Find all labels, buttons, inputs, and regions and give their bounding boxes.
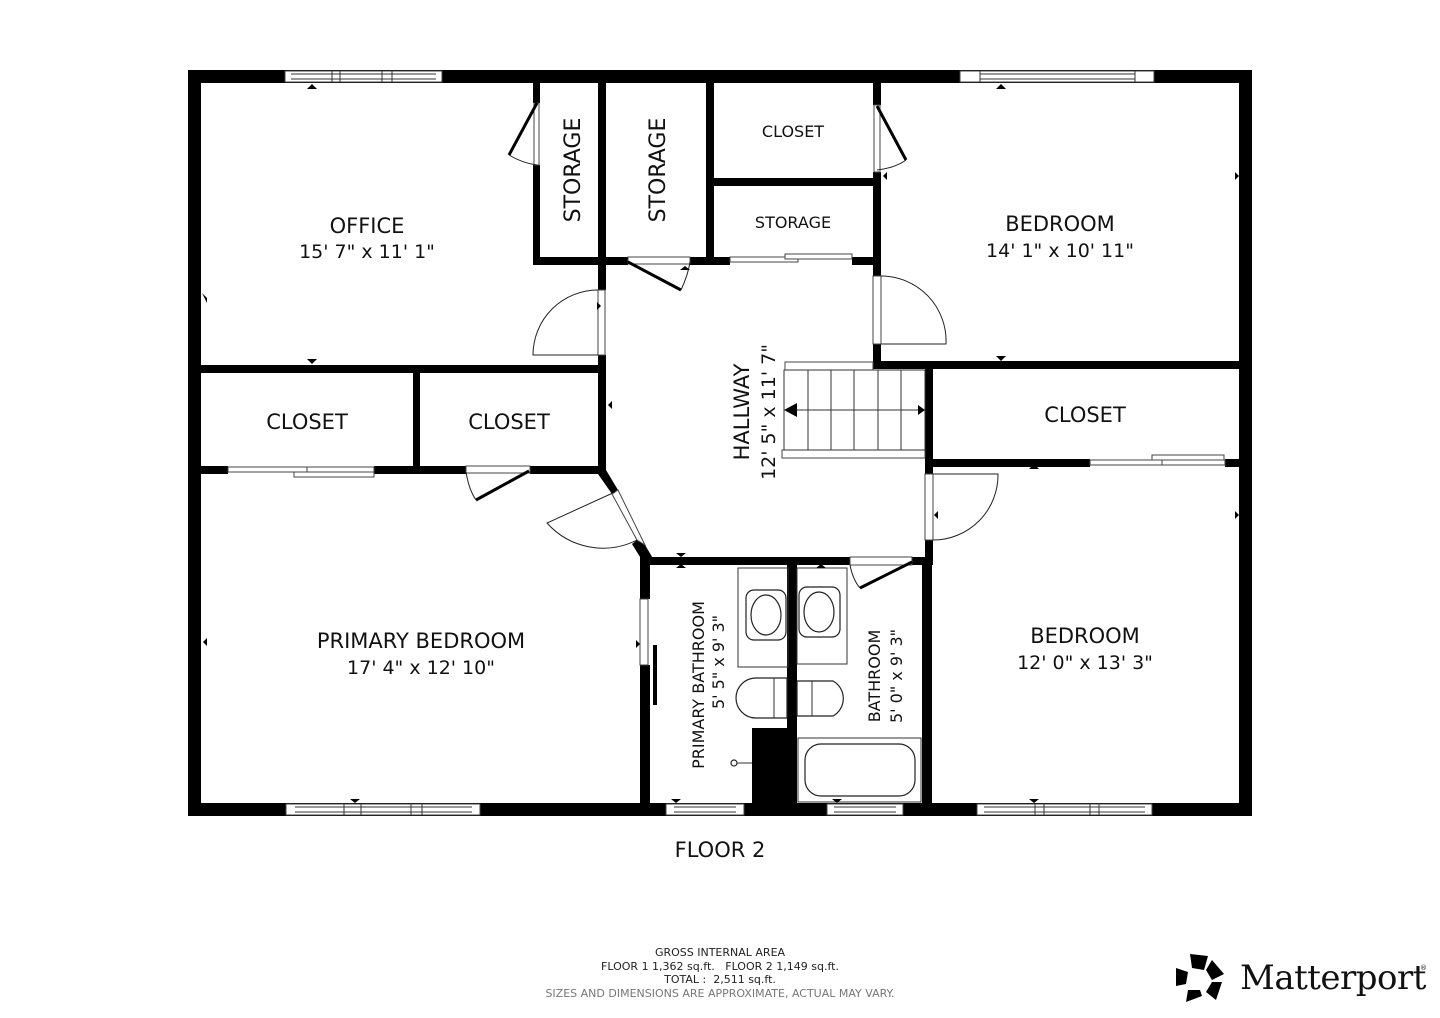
doors: [227, 102, 1226, 705]
dimension-markers: [202, 84, 1239, 803]
room-name-primary-bedroom: PRIMARY BEDROOM: [317, 629, 525, 653]
room-dims-primary-bathroom: 5' 5" x 9' 3": [709, 615, 728, 709]
room-name-office: OFFICE: [330, 214, 405, 238]
room-name-hallway: HALLWAY: [730, 363, 754, 460]
room-name-closet-middle: CLOSET: [468, 410, 550, 434]
room-name-storage-small: STORAGE: [755, 213, 831, 232]
room-name-storage-1: STORAGE: [561, 118, 586, 223]
room-dims-bedroom-top: 14' 1" x 10' 11": [986, 240, 1134, 262]
room-dims-primary-bedroom: 17' 4" x 12' 10": [347, 657, 495, 679]
floor-title: FLOOR 2: [674, 838, 766, 862]
windows: [284, 70, 1155, 816]
room-name-closet-left: CLOSET: [266, 410, 348, 434]
gross-internal-area: GROSS INTERNAL AREA FLOOR 1 1,362 sq.ft.…: [470, 946, 970, 1000]
gia-heading: GROSS INTERNAL AREA: [654, 946, 786, 959]
room-name-closet-right: CLOSET: [1044, 403, 1126, 427]
bath-fixtures: [730, 567, 922, 803]
gia-floors: FLOOR 1 1,362 sq.ft. FLOOR 2 1,149 sq.ft…: [601, 959, 839, 973]
gia-total: TOTAL : 2,511 sq.ft.: [664, 973, 776, 986]
matterport-logo-icon: [1176, 954, 1224, 1002]
staircase: [781, 361, 926, 459]
room-dims-hallway: 12' 5" x 11' 7": [758, 344, 780, 480]
room-name-storage-2: STORAGE: [646, 118, 671, 223]
room-name-closet-top: CLOSET: [762, 122, 824, 141]
room-dims-bathroom: 5' 0" x 9' 3": [887, 629, 906, 723]
matterport-brand: Matterport ®: [1172, 952, 1432, 1006]
room-dims-bedroom-bottom: 12' 0" x 13' 3": [1017, 652, 1153, 674]
room-name-primary-bathroom: PRIMARY BATHROOM: [689, 601, 708, 769]
room-name-bedroom-top: BEDROOM: [1005, 212, 1115, 236]
interior-walls: [201, 83, 1239, 803]
room-name-bathroom: BATHROOM: [865, 630, 884, 723]
room-dims-office: 15' 7" x 11' 1": [299, 241, 435, 263]
room-labels: OFFICE 15' 7" x 11' 1" STORAGE STORAGE C…: [266, 118, 1153, 769]
stairs-arrow-icon: [784, 403, 797, 417]
room-name-bedroom-bottom: BEDROOM: [1030, 624, 1140, 648]
brand-name: Matterport: [1240, 958, 1426, 998]
gia-disclaimer: SIZES AND DIMENSIONS ARE APPROXIMATE, AC…: [545, 986, 895, 1000]
brand-registered-mark: ®: [1420, 964, 1427, 972]
